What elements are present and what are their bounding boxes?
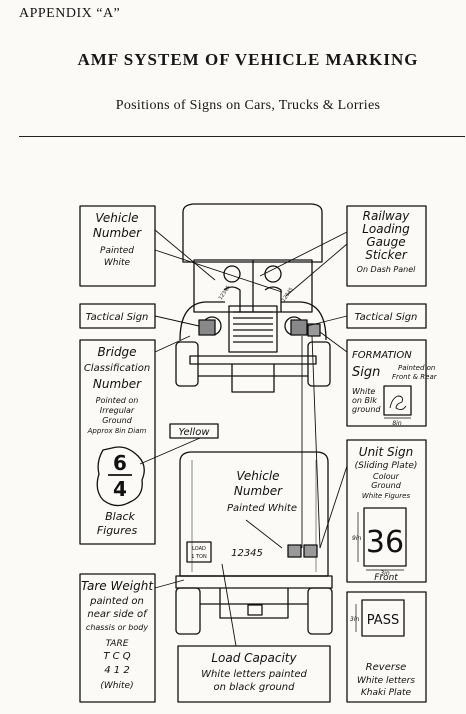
- label-load-capacity-1: Load Capacity: [211, 651, 297, 665]
- load-plate-1: LOAD: [192, 546, 206, 552]
- label-unit-sign-1: Unit Sign: [359, 445, 413, 459]
- label-load-capacity-2: White letters painted: [201, 669, 307, 680]
- label-vehicle-number-front-4: White: [104, 258, 131, 268]
- label-vehicle-number-front-2: Number: [93, 226, 142, 240]
- appendix-label: APPENDIX “A”: [19, 6, 121, 21]
- label-bridge-1: Bridge: [97, 345, 136, 359]
- label-formation-sign: Sign: [352, 365, 380, 380]
- label-bridge-7: Approx 8in Diam: [87, 427, 147, 435]
- label-vehicle-number-rear-2: Number: [234, 484, 283, 498]
- label-front: Front: [374, 573, 398, 583]
- label-tactical-left: Tactical Sign: [86, 312, 149, 323]
- label-vehicle-number-front-1: Vehicle: [95, 211, 138, 225]
- label-vehicle-number-front-3: Painted: [100, 246, 134, 256]
- label-unit-sign-5: White Figures: [362, 492, 411, 500]
- label-formation-ground-1: White: [352, 387, 375, 396]
- truck-front-view: [175, 203, 331, 393]
- bridge-number-bottom: 4: [113, 477, 127, 501]
- label-tactical-right: Tactical Sign: [355, 312, 418, 323]
- front-plate-left: 12345: [218, 285, 232, 301]
- label-formation-title: FORMATION: [352, 350, 412, 361]
- label-formation-painted-1: Painted on: [398, 364, 435, 372]
- label-formation-painted-2: Front & Rear: [392, 373, 438, 381]
- label-tare-5: TARE: [106, 639, 129, 649]
- label-railway-3: Gauge: [366, 235, 405, 249]
- bridge-number-top: 6: [113, 451, 127, 475]
- front-plate-right: 12345: [281, 287, 295, 303]
- label-unit-width: 3in: [380, 570, 389, 577]
- label-tare-2: painted on: [89, 596, 144, 607]
- label-bridge-2: Classification: [84, 363, 150, 374]
- label-tare-7: 4 1 2: [104, 665, 129, 676]
- label-railway-4: Sticker: [365, 248, 408, 262]
- label-railway-1: Railway: [363, 209, 411, 223]
- label-railway-5: On Dash Panel: [357, 265, 416, 274]
- label-reverse-1: Reverse: [366, 662, 407, 673]
- label-yellow: Yellow: [178, 427, 210, 438]
- header-rule: [19, 136, 465, 137]
- label-vehicle-number-rear-1: Vehicle: [236, 469, 279, 483]
- label-bridge-4: Pointed on: [96, 396, 139, 405]
- label-unit-sign-3: Colour: [373, 472, 400, 481]
- label-unit-sign-2: (Sliding Plate): [355, 461, 418, 471]
- label-railway-2: Loading: [362, 222, 410, 236]
- label-formation-ground-2: on Blk: [352, 396, 377, 405]
- label-tare-1: Tare Weight: [81, 579, 154, 593]
- page-subtitle: Positions of Signs on Cars, Trucks & Lor…: [115, 98, 381, 113]
- label-bridge-5: Irregular: [100, 406, 135, 415]
- label-black-figures-2: Figures: [97, 524, 138, 537]
- load-plate-2: 1 TON: [191, 554, 207, 560]
- label-vehicle-number-rear-3: Painted White: [227, 503, 297, 514]
- label-bridge-3: Number: [93, 377, 142, 391]
- label-tare-3: near side of: [87, 609, 148, 620]
- label-formation-dim: 8in: [392, 420, 401, 427]
- label-tare-4: chassis or body: [86, 623, 148, 632]
- unit-number: 36: [366, 525, 404, 560]
- truck-rear-view: [175, 451, 333, 635]
- pass-plate-text: PASS: [367, 613, 399, 628]
- label-reverse-3: Khaki Plate: [361, 688, 412, 698]
- label-reverse-2: White letters: [357, 676, 415, 686]
- label-pass-height: 3in: [350, 616, 359, 623]
- label-bridge-6: Ground: [102, 416, 133, 425]
- label-formation-ground-3: ground: [352, 405, 381, 414]
- label-unit-sign-4: Ground: [371, 481, 402, 490]
- rear-registration-number: 12345: [231, 548, 263, 559]
- label-unit-height: 9in: [352, 535, 361, 542]
- label-black-figures-1: Black: [105, 510, 135, 523]
- label-tare-6: T C Q: [103, 651, 130, 662]
- page-title: AMF SYSTEM OF VEHICLE MARKING: [77, 50, 419, 69]
- label-tare-8: (White): [100, 681, 133, 691]
- label-load-capacity-3: on black ground: [214, 682, 296, 693]
